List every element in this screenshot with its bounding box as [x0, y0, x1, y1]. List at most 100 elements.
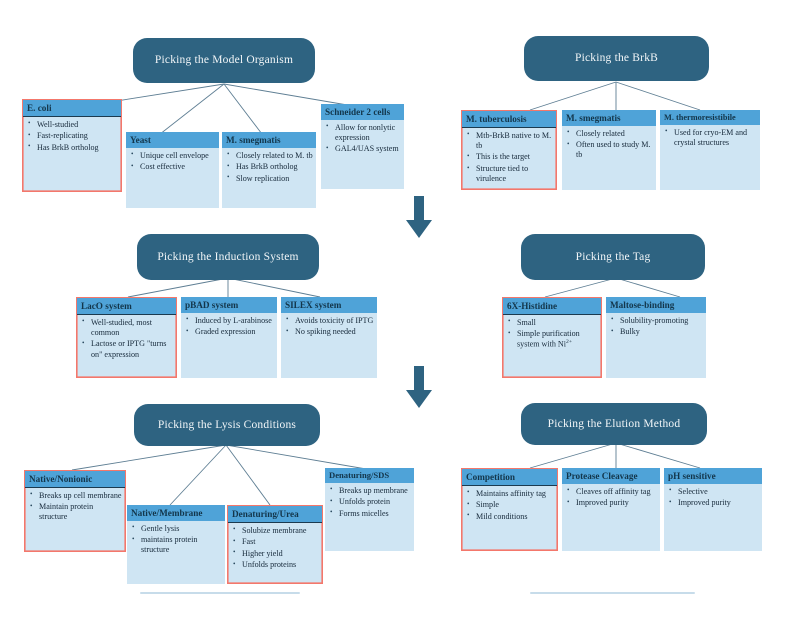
section-title-tag: Picking the Tag [521, 234, 705, 280]
list-item: Small [508, 317, 598, 328]
card-protease-cleavage[interactable]: Protease Cleavage Cleaves off affinity t… [562, 468, 660, 551]
card-header: M. smegmatis [222, 132, 316, 148]
section-title-lysis-conditions: Picking the Lysis Conditions [134, 404, 320, 446]
section-title-elution-method: Picking the Elution Method [521, 403, 707, 445]
card-m-thermoresistibile[interactable]: M. thermoresistibile Used for cryo-EM an… [660, 110, 760, 190]
list-item: GAL4/UAS system [326, 144, 401, 154]
list-item: Graded expression [186, 327, 274, 337]
card-header: pH sensitive [664, 468, 762, 484]
list-item: Unique cell envelope [131, 150, 216, 161]
list-item: Forms micelles [330, 508, 411, 519]
card-bullets: Unique cell envelope Cost effective [126, 148, 219, 177]
card-bullets: Mtb-BrkB native to M. tb This is the tar… [462, 128, 556, 189]
list-item: Improved purity [567, 498, 657, 508]
card-schneider-2-cells[interactable]: Schneider 2 cells Allow for nonlytic exp… [321, 104, 404, 189]
card-bullets: Well-studied Fast-replicating Has BrkB o… [23, 117, 121, 158]
card-native-membrane[interactable]: Native/Membrane Gentle lysis maintains p… [127, 505, 225, 584]
list-item: Solubility-promoting [611, 315, 703, 326]
card-denaturing-sds[interactable]: Denaturing/SDS Breaks up membrane Unfold… [325, 468, 414, 551]
card-header: 6X-Histidine [503, 298, 601, 315]
card-m-smegmatis-brkb[interactable]: M. smegmatis Closely related Often used … [562, 110, 656, 190]
card-header: Maltose-binding [606, 297, 706, 313]
list-item: Higher yield [233, 548, 319, 559]
card-bullets: Cleaves off affinity tag Improved purity [562, 484, 660, 513]
card-silex-system[interactable]: SILEX system Avoids toxicity of IPTG No … [281, 297, 377, 378]
card-header: Protease Cleavage [562, 468, 660, 484]
card-bullets: Small Simple purification system with Ni… [503, 315, 601, 355]
card-header: Denaturing/SDS [325, 468, 414, 483]
list-item: Has BrkB ortholog [227, 162, 313, 172]
list-item: Simple [467, 500, 554, 510]
list-item: Well-studied [28, 119, 118, 130]
list-item: Closely related [567, 128, 653, 139]
card-bullets: Solubize membrane Fast Higher yield Unfo… [228, 523, 322, 575]
card-maltose-binding[interactable]: Maltose-binding Solubility-promoting Bul… [606, 297, 706, 378]
list-item: Improved purity [669, 498, 759, 508]
list-item: Mtb-BrkB native to M. tb [467, 130, 553, 152]
card-bullets: Avoids toxicity of IPTG No spiking neede… [281, 313, 377, 342]
card-header: M. tuberculosis [462, 111, 556, 128]
list-item: Allow for nonlytic expression [326, 122, 401, 144]
list-item: Often used to study M. tb [567, 140, 653, 161]
slide-rule-right [530, 592, 695, 594]
list-item: Unfolds protein [330, 497, 411, 507]
card-bullets: Well-studied, most common Lactose or IPT… [77, 315, 176, 365]
section-title-brkb: Picking the BrkB [524, 36, 709, 81]
card-bullets: Selective Improved purity [664, 484, 762, 513]
list-item: Closely related to M. tb [227, 150, 313, 161]
slide-rule-left [140, 592, 300, 594]
card-header: LacO system [77, 298, 176, 315]
list-item: Avoids toxicity of IPTG [286, 315, 374, 326]
list-item: Cleaves off affinity tag [567, 486, 657, 497]
card-header: Yeast [126, 132, 219, 148]
card-bullets: Closely related to M. tb Has BrkB orthol… [222, 148, 316, 189]
card-native-nonionic[interactable]: Native/Nonionic Breaks up cell membrane … [24, 470, 126, 552]
list-item: Simple purification system with Ni2+ [508, 329, 598, 350]
card-bullets: Gentle lysis maintains protein structure [127, 521, 225, 560]
card-header: SILEX system [281, 297, 377, 313]
card-header: pBAD system [181, 297, 277, 313]
card-6x-histidine[interactable]: 6X-Histidine Small Simple purification s… [502, 297, 602, 378]
card-pbad-system[interactable]: pBAD system Induced by L-arabinose Grade… [181, 297, 277, 378]
list-item: Solubize membrane [233, 525, 319, 536]
list-item: No spiking needed [286, 327, 374, 337]
card-m-smegmatis-organism[interactable]: M. smegmatis Closely related to M. tb Ha… [222, 132, 316, 208]
card-ph-sensitive[interactable]: pH sensitive Selective Improved purity [664, 468, 762, 551]
section-title-induction-system: Picking the Induction System [137, 234, 319, 280]
card-denaturing-urea[interactable]: Denaturing/Urea Solubize membrane Fast H… [227, 505, 323, 584]
card-header: Schneider 2 cells [321, 104, 404, 120]
list-item: Selective [669, 486, 759, 497]
list-item: Breaks up membrane [330, 485, 411, 496]
card-m-tuberculosis[interactable]: M. tuberculosis Mtb-BrkB native to M. tb… [461, 110, 557, 190]
list-item: Cost effective [131, 162, 216, 172]
list-item: Has BrkB ortholog [28, 142, 118, 153]
card-bullets: Solubility-promoting Bulky [606, 313, 706, 342]
list-item: Well-studied, most common [82, 317, 173, 339]
list-item: Maintains affinity tag [467, 488, 554, 499]
card-bullets: Maintains affinity tag Simple Mild condi… [462, 486, 557, 527]
list-item: Induced by L-arabinose [186, 315, 274, 326]
list-item: Unfolds proteins [233, 560, 319, 570]
card-header: M. smegmatis [562, 110, 656, 126]
list-item: maintains protein structure [132, 535, 222, 556]
list-item: Used for cryo-EM and crystal structures [665, 127, 757, 149]
card-yeast[interactable]: Yeast Unique cell envelope Cost effectiv… [126, 132, 219, 208]
section-title-model-organism: Picking the Model Organism [133, 38, 315, 83]
list-item: Gentle lysis [132, 523, 222, 534]
card-competition[interactable]: Competition Maintains affinity tag Simpl… [461, 468, 558, 551]
card-bullets: Allow for nonlytic expression GAL4/UAS s… [321, 120, 404, 159]
list-item: Breaks up cell membrane [30, 490, 122, 501]
card-header: E. coli [23, 100, 121, 117]
card-bullets: Breaks up membrane Unfolds protein Forms… [325, 483, 414, 524]
list-item: Slow replication [227, 173, 313, 184]
list-item: Fast [233, 537, 319, 547]
card-header: Native/Nonionic [25, 471, 125, 488]
list-item: Fast-replicating [28, 131, 118, 141]
card-header: Denaturing/Urea [228, 506, 322, 523]
card-bullets: Closely related Often used to study M. t… [562, 126, 656, 165]
card-e-coli[interactable]: E. coli Well-studied Fast-replicating Ha… [22, 99, 122, 192]
list-item: Maintain protein structure [30, 502, 122, 523]
card-laco-system[interactable]: LacO system Well-studied, most common La… [76, 297, 177, 378]
flow-arrow-down-2 [406, 366, 432, 408]
